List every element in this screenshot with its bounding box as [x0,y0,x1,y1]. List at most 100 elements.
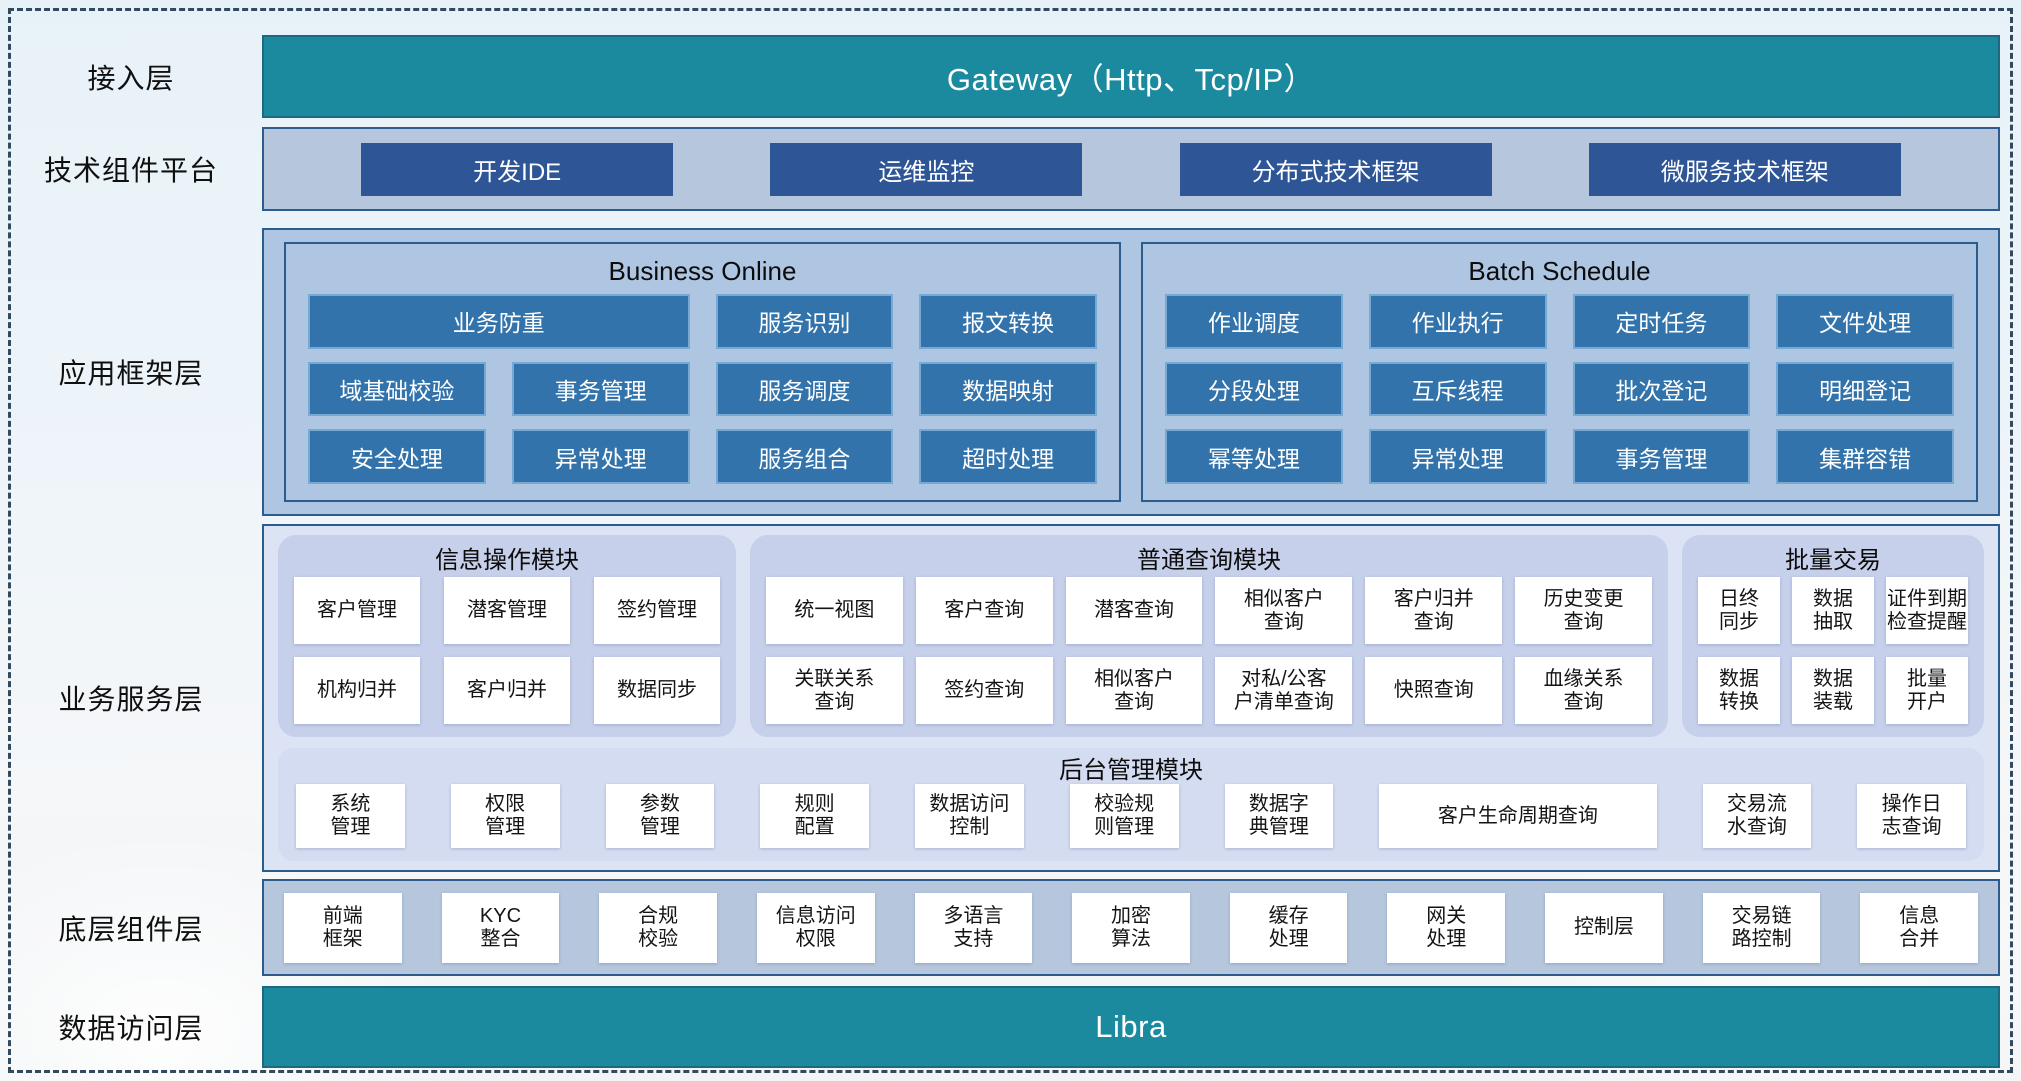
diagram-block: 作业执行 [1368,294,1547,349]
diagram-block: 批量 开户 [1886,657,1968,724]
diagram-block: 权限 管理 [450,784,560,848]
diagram-block: 加密 算法 [1072,892,1190,963]
diagram-block: 缓存 处理 [1229,892,1348,963]
diagram-block: 批次登记 [1572,361,1751,417]
diagram-block: 客户归并 查询 [1365,577,1503,644]
diagram-block: 事务管理 [1572,429,1751,484]
layer-row-business-service: 业务服务层 信息操作模块 客户管理 潜客管理 签约管理 机构归并 客户归并 数据… [0,524,2000,872]
libra-bar: Libra [262,986,2000,1068]
diagram-block: 日终 同步 [1698,577,1780,644]
diagram-block: 幂等处理 [1165,429,1343,484]
layer-row-data-access: 数据访问层 Libra [0,986,2000,1068]
diagram-block: 互斥线程 [1368,361,1547,417]
business-online-title: Business Online [608,255,797,286]
batch-schedule-grid: 作业调度 作业执行 定时任务 文件处理 分段处理 互斥线程 批次登记 明细登记 … [1165,294,1954,484]
diagram-block: 规则 配置 [760,784,869,848]
diagram-block: 快照查询 [1365,657,1503,724]
diagram-block: 相似客户 查询 [1215,577,1353,644]
diagram-block: 服务组合 [715,429,894,484]
diagram-block: 交易链 路控制 [1702,892,1821,963]
diagram-block: 定时任务 [1572,294,1751,349]
diagram-block: 服务识别 [715,294,894,349]
diagram-block: 对私/公客 户清单查询 [1215,657,1353,724]
diagram-block: 超时处理 [919,429,1097,484]
gateway-bar: Gateway（Http、Tcp/IP） [262,35,2000,118]
tech-item: 分布式技术框架 [1179,142,1492,196]
layer-row-access: 接入层 Gateway（Http、Tcp/IP） [0,35,2000,118]
diagram-block: 数据 转换 [1698,657,1780,724]
diagram-block: 信息访问 权限 [756,892,875,963]
diagram-block: 机构归并 [294,657,420,724]
layer-label-base-components: 底层组件层 [58,913,204,945]
tech-item: 开发IDE [361,142,674,196]
diagram-block: 异常处理 [511,429,690,484]
diagram-block: 域基础校验 [308,361,486,417]
diagram-block: 集群容错 [1776,429,1954,484]
diagram-block: 数据字 典管理 [1224,784,1334,848]
diagram-block: 客户生命周期查询 [1379,784,1657,848]
diagram-block: 签约管理 [594,577,720,644]
diagram-block: 数据映射 [919,361,1097,417]
diagram-block: 历史变更 查询 [1515,577,1652,644]
tech-item: 运维监控 [770,142,1083,196]
diagram-block: 血缘关系 查询 [1515,657,1652,724]
diagram-block: 系统 管理 [296,784,405,848]
diagram-block: 操作日 志查询 [1857,784,1967,848]
diagram-block: 客户管理 [294,577,420,644]
diagram-block: 报文转换 [919,294,1097,349]
diagram-block: 客户归并 [444,657,570,724]
batch-schedule-group: Batch Schedule 作业调度 作业执行 定时任务 文件处理 分段处理 … [1141,242,1978,502]
diagram-block: 数据 装载 [1792,657,1874,724]
diagram-block: 异常处理 [1368,429,1547,484]
diagram-block: 服务调度 [715,361,894,417]
backend-admin-title: 后台管理模块 [1059,756,1203,784]
base-components-panel: 前端 框架 KYC 整合 合规 校验 信息访问 权限 多语言 支持 加密 算法 … [262,879,2000,976]
backend-admin-module: 后台管理模块 系统 管理 权限 管理 参数 管理 规则 配置 数据访问 控制 校… [278,748,1984,861]
diagram-block: 潜客查询 [1065,577,1203,644]
layer-label-data-access: 数据访问层 [58,1013,204,1044]
diagram-block: 相似客户 查询 [1065,657,1203,724]
diagram-block: 潜客管理 [444,577,570,644]
business-service-panel: 信息操作模块 客户管理 潜客管理 签约管理 机构归并 客户归并 数据同步 普通查… [262,524,2000,872]
diagram-block: 事务管理 [511,361,690,417]
diagram-block: 关联关系 查询 [766,657,903,724]
diagram-block: 安全处理 [308,429,486,484]
diagram-block: 信息 合并 [1860,892,1979,963]
layer-label-app-framework: 应用框架层 [58,358,204,389]
diagram-block: 客户查询 [915,577,1053,644]
diagram-block: 数据 抽取 [1792,577,1874,644]
business-online-grid: 业务防重 服务识别 报文转换 域基础校验 事务管理 服务调度 数据映射 安全处理… [308,294,1097,484]
batch-transaction-module: 批量交易 日终 同步 数据 抽取 证件到期 检查提醒 数据 转换 数据 装载 批… [1682,535,1984,737]
layer-label-business-service: 业务服务层 [58,684,204,715]
general-query-title: 普通查询模块 [1137,546,1281,574]
layer-row-tech-platform: 技术组件平台 开发IDE 运维监控 分布式技术框架 微服务技术框架 [0,127,2000,211]
diagram-block: KYC 整合 [441,892,560,963]
diagram-block: 前端 框架 [284,892,402,963]
tech-item: 微服务技术框架 [1588,142,1901,196]
diagram-block: 合规 校验 [599,892,717,963]
layer-label-tech-platform: 技术组件平台 [43,155,218,186]
general-query-module: 普通查询模块 统一视图 客户查询 潜客查询 相似客户 查询 客户归并 查询 历史… [750,535,1668,737]
batch-transaction-title: 批量交易 [1785,546,1881,574]
diagram-block: 控制层 [1545,892,1663,963]
diagram-block: 校验规 则管理 [1069,784,1179,848]
diagram-block: 网关 处理 [1387,892,1506,963]
diagram-block: 作业调度 [1165,294,1343,349]
business-online-group: Business Online 业务防重 服务识别 报文转换 域基础校验 事务管… [284,242,1121,502]
diagram-block: 分段处理 [1165,361,1343,417]
layer-row-app-framework: 应用框架层 Business Online 业务防重 服务识别 报文转换 域基础… [0,228,2000,516]
tech-platform-panel: 开发IDE 运维监控 分布式技术框架 微服务技术框架 [262,127,2000,211]
layer-row-base-components: 底层组件层 前端 框架 KYC 整合 合规 校验 信息访问 权限 多语言 支持 … [0,879,2000,976]
info-operation-module: 信息操作模块 客户管理 潜客管理 签约管理 机构归并 客户归并 数据同步 [278,535,736,737]
diagram-block: 数据同步 [594,657,720,724]
info-operation-title: 信息操作模块 [435,546,579,574]
diagram-block: 交易流 水查询 [1702,784,1812,848]
batch-schedule-title: Batch Schedule [1468,255,1651,286]
diagram-block: 文件处理 [1776,294,1954,349]
layer-label-access: 接入层 [87,62,175,94]
diagram-block: 参数 管理 [605,784,715,848]
diagram-block: 业务防重 [308,294,690,349]
diagram-block: 数据访问 控制 [915,784,1024,848]
diagram-block: 多语言 支持 [914,892,1033,963]
